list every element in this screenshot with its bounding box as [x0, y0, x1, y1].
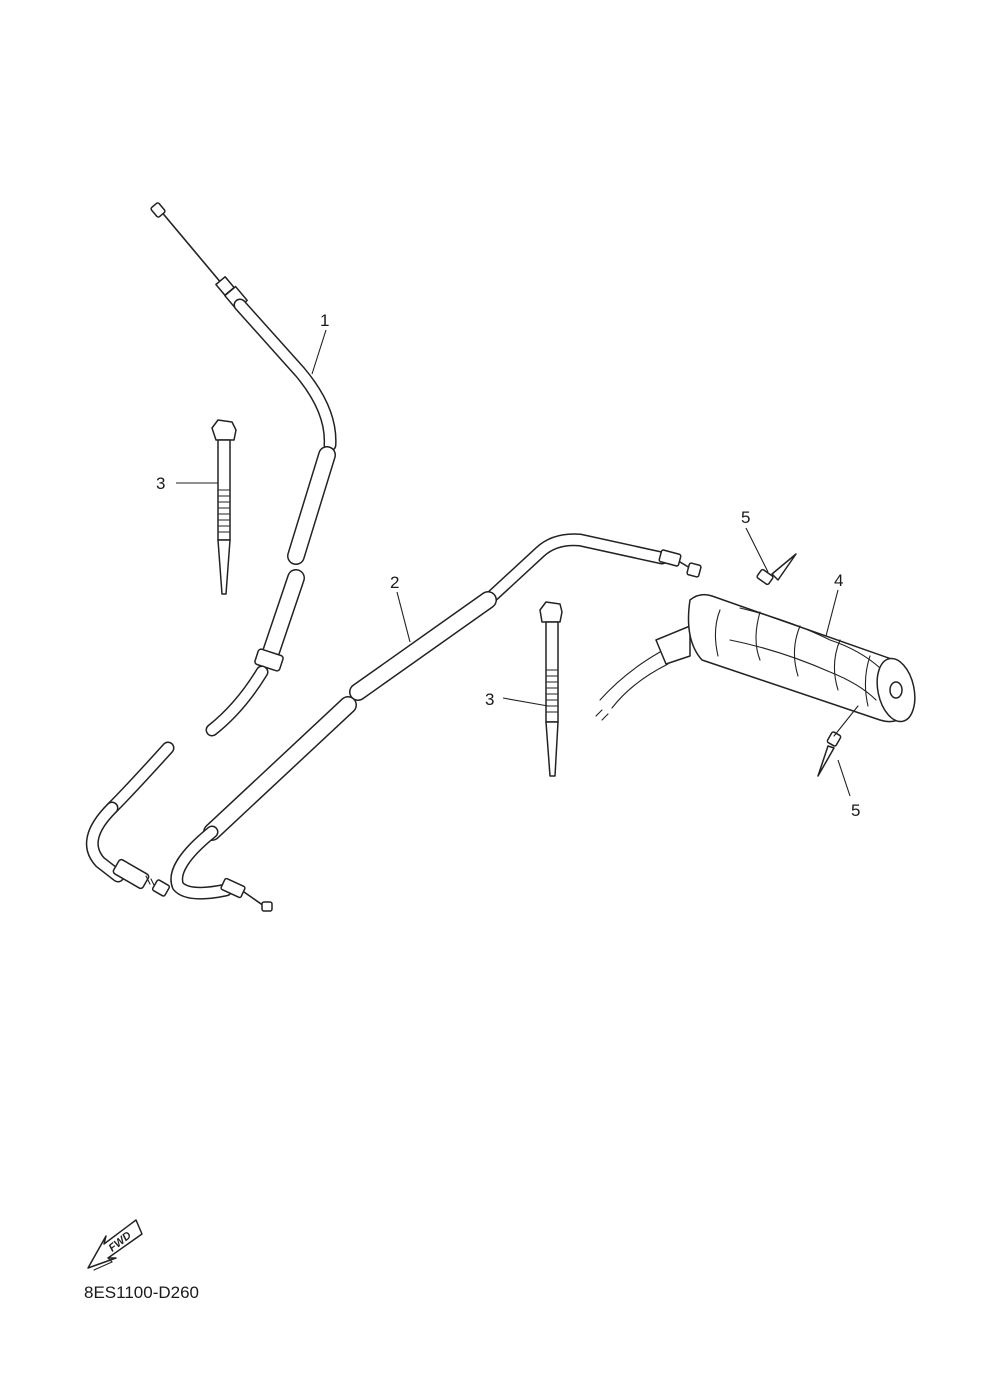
callout-5-upper: 5	[741, 508, 750, 527]
callout-3-left: 3	[156, 474, 165, 493]
drawing-code: 8ES1100-D260	[84, 1283, 199, 1302]
cable-1	[85, 202, 337, 897]
leader-lines	[176, 329, 851, 797]
callout-2: 2	[390, 573, 399, 592]
rivet-lower	[817, 705, 859, 777]
fwd-arrow-icon: FWD	[87, 1219, 143, 1271]
rivet-upper	[756, 553, 797, 586]
callout-3-right: 3	[485, 690, 494, 709]
grip-4	[595, 593, 916, 723]
callout-4: 4	[834, 571, 843, 590]
cable-tie-left	[211, 419, 237, 595]
callout-5-lower: 5	[851, 801, 860, 820]
callout-1: 1	[320, 311, 329, 330]
cable-2	[170, 533, 702, 912]
cable-tie-right	[539, 601, 563, 777]
